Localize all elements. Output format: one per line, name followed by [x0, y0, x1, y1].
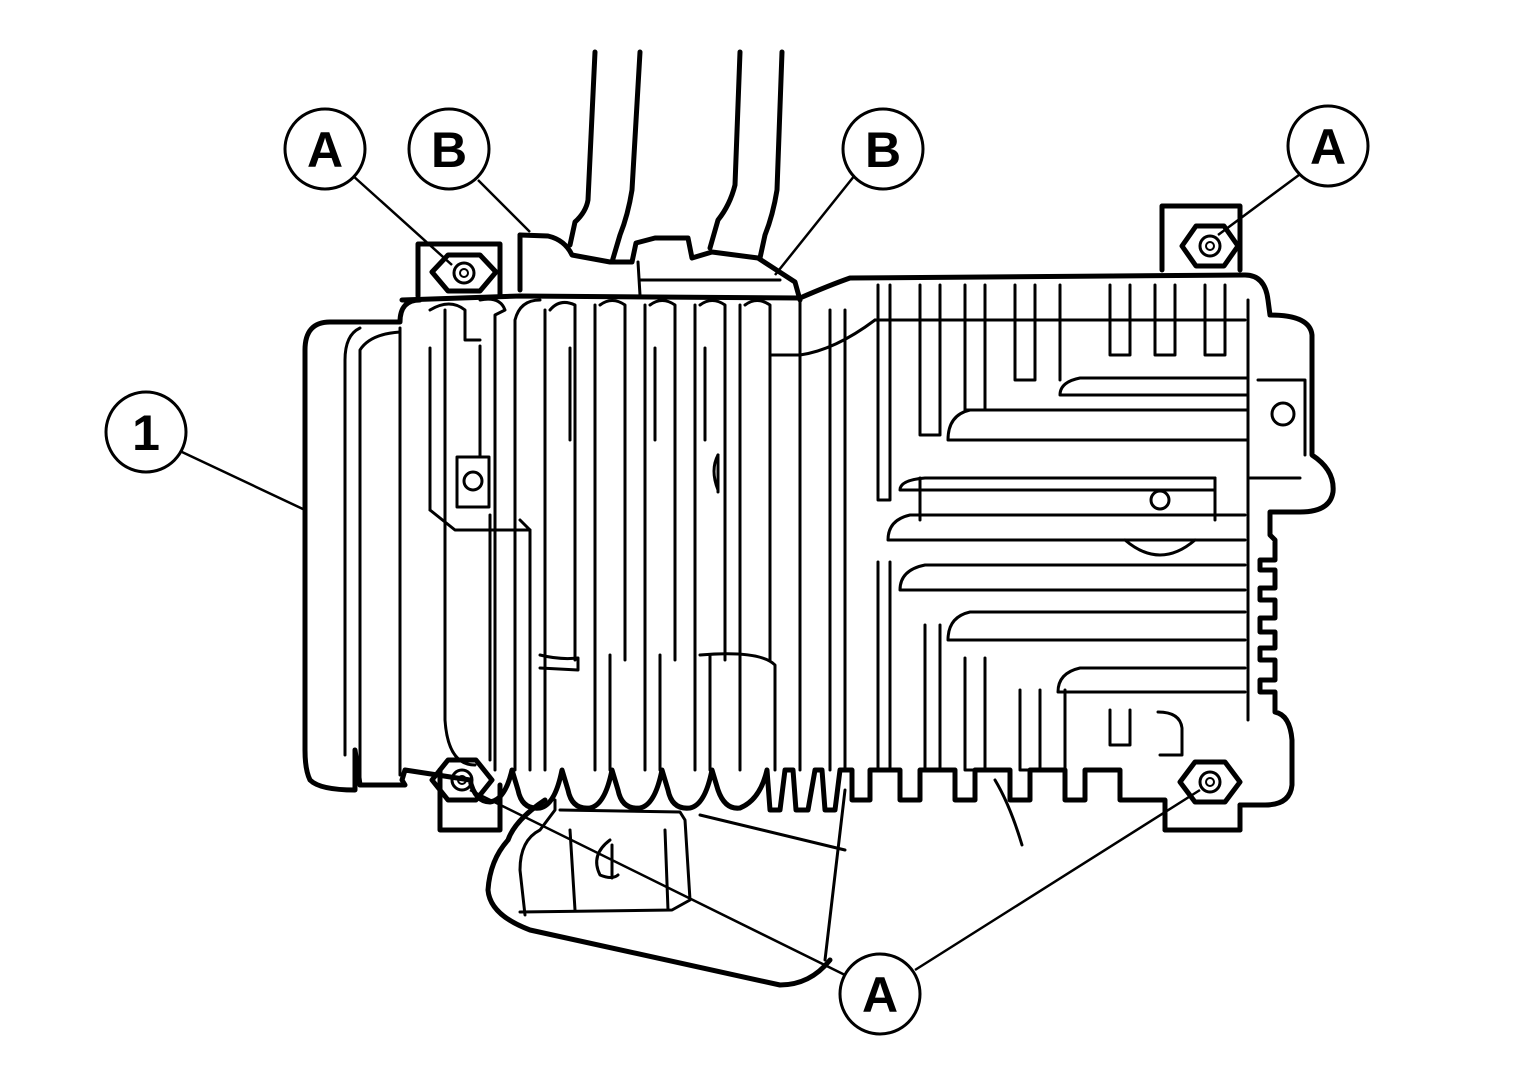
callout-b-left: B	[407, 107, 491, 191]
control-module-housing	[302, 272, 1336, 847]
bracket-top-right	[1159, 203, 1243, 273]
bracket-bottom-left	[429, 757, 495, 803]
wiring-harness	[517, 49, 803, 303]
callout-1-left: 1	[104, 390, 188, 474]
callout-a-top-right: A	[1286, 104, 1370, 188]
callout-a-top-left: A	[283, 107, 367, 191]
callout-label: A	[1310, 119, 1346, 175]
lower-mounting-stay	[485, 788, 847, 988]
nut-top-left	[429, 252, 499, 294]
bracket-top-left	[415, 241, 503, 299]
callout-label: 1	[132, 405, 160, 461]
nut-top-right	[1179, 223, 1241, 269]
leader-lines	[181, 170, 1304, 977]
callout-label: A	[307, 122, 343, 178]
callout-b-right: B	[841, 107, 925, 191]
callout-a-bottom: A	[838, 952, 922, 1036]
callout-label: B	[865, 122, 901, 178]
callout-label: B	[431, 122, 467, 178]
callout-label: A	[862, 967, 898, 1023]
nut-bottom-left	[429, 757, 495, 803]
nut-bottom-right	[1177, 759, 1243, 805]
bracket-bottom-right	[1177, 759, 1243, 805]
